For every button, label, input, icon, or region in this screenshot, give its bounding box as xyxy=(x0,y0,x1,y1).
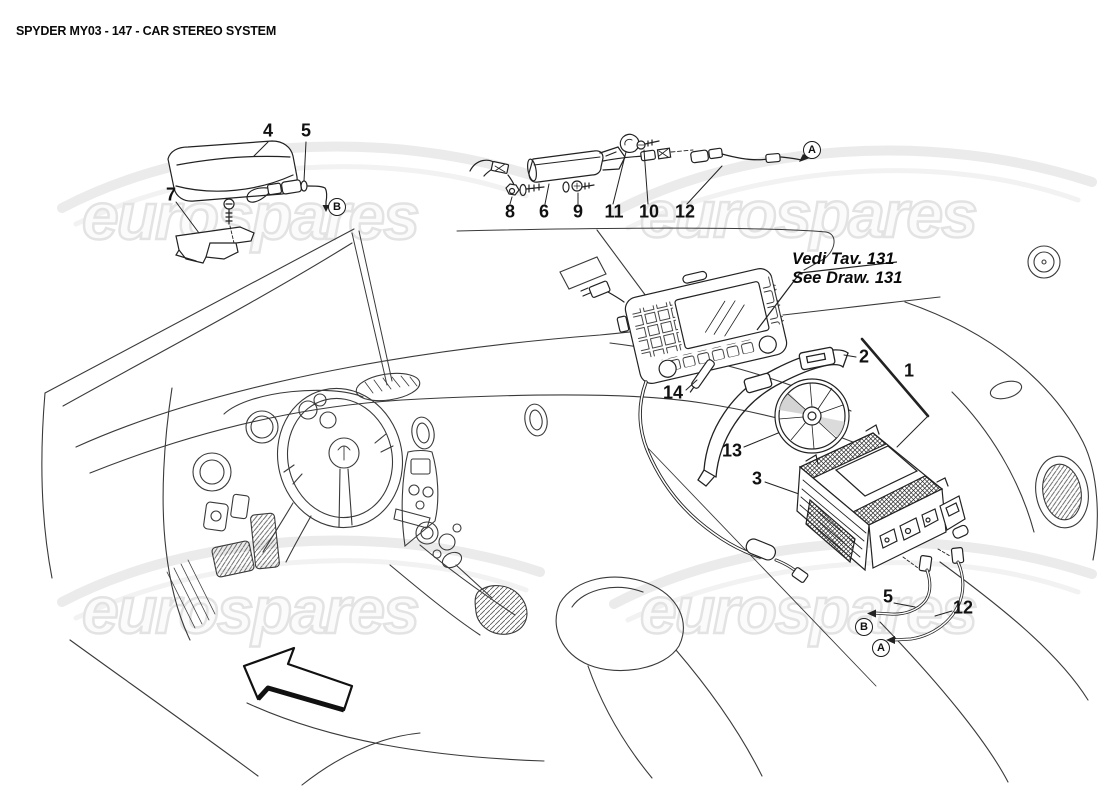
part-label-14[interactable]: 14 xyxy=(662,382,684,403)
ref-marker-b-bottom: B xyxy=(855,618,873,636)
part-label-9[interactable]: 9 xyxy=(572,201,584,222)
navigation-cd xyxy=(774,378,850,454)
see-drawing-note-line1: Vedi Tav. 131 xyxy=(792,250,895,268)
part-label-7[interactable]: 7 xyxy=(165,184,177,205)
part-label-12-bottom[interactable]: 12 xyxy=(952,597,974,618)
radio-unit xyxy=(796,424,969,644)
part-label-12-top[interactable]: 12 xyxy=(674,201,696,222)
part-label-10[interactable]: 10 xyxy=(638,201,660,222)
see-drawing-note-line2: See Draw. 131 xyxy=(792,269,903,287)
part-label-4[interactable]: 4 xyxy=(262,120,274,141)
part-label-3[interactable]: 3 xyxy=(751,468,763,489)
direction-arrow xyxy=(242,646,354,713)
note-leader-line xyxy=(756,261,898,331)
mounting-frame xyxy=(697,337,930,487)
ref-marker-a-bottom: A xyxy=(872,639,890,657)
part-label-5-bottom[interactable]: 5 xyxy=(882,586,894,607)
amplifier-assembly xyxy=(469,133,810,205)
nav-head-unit xyxy=(580,268,809,583)
part-label-5-top[interactable]: 5 xyxy=(300,120,312,141)
part-label-1[interactable]: 1 xyxy=(903,360,915,381)
page-title: SPYDER MY03 - 147 - CAR STEREO SYSTEM xyxy=(16,24,277,38)
part-label-6[interactable]: 6 xyxy=(538,201,550,222)
part-label-13[interactable]: 13 xyxy=(721,440,743,461)
ref-marker-b-top: B xyxy=(328,198,346,216)
watermark-text: eurospares xyxy=(639,176,979,253)
watermark-text: eurospares xyxy=(81,572,421,649)
part-label-8[interactable]: 8 xyxy=(504,201,516,222)
part-label-11[interactable]: 11 xyxy=(604,201,624,222)
antenna-assembly xyxy=(167,140,330,264)
car-interior-sketch xyxy=(41,227,1098,786)
part-label-2[interactable]: 2 xyxy=(858,346,870,367)
see-drawing-note: Vedi Tav. 131 See Draw. 131 xyxy=(792,250,902,288)
ref-marker-a-top: A xyxy=(803,141,821,159)
